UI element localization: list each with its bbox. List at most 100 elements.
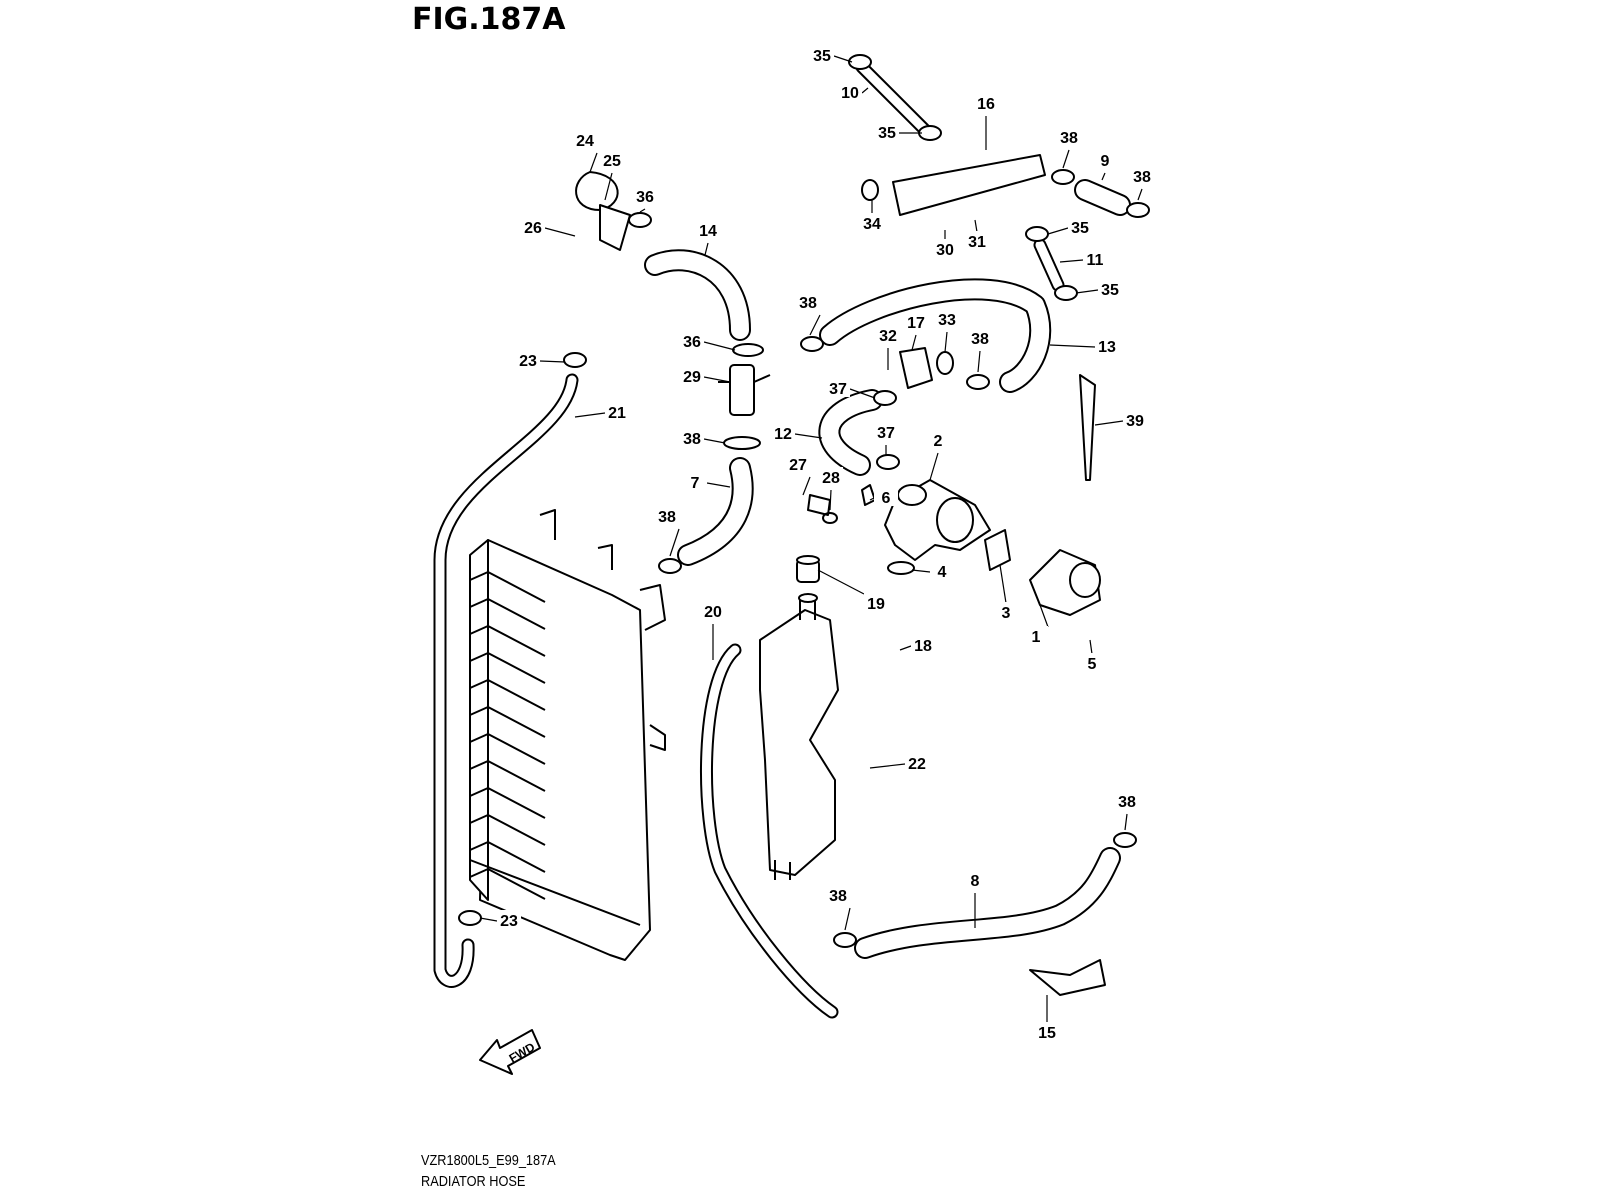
callout-14: 14 [699,223,717,240]
callout-35: 35 [878,125,896,142]
leader-line [1101,172,1106,181]
leader-line [703,376,731,383]
leader-line [977,350,981,373]
fittings [575,154,1106,996]
leader-line [829,489,832,511]
callout-38: 38 [829,888,847,905]
leader-line [809,314,821,336]
leader-line [1059,259,1084,263]
callout-13: 13 [1098,339,1116,356]
figure-title: FIG.187A [412,2,566,37]
callout-29: 29 [683,369,701,386]
callout-bg [696,220,720,239]
callout-bg [874,487,898,506]
callout-34: 34 [863,216,881,233]
callout-22: 22 [908,756,926,773]
clamp [1054,285,1078,301]
clamp [918,125,942,141]
fin [469,814,546,846]
callout-28: 28 [822,470,840,487]
fin [469,625,546,657]
leader-line [1137,188,1143,201]
fin [469,760,546,792]
callout-38: 38 [683,431,701,448]
fin [469,571,546,603]
callout-bg [911,635,935,654]
leader-line [974,219,978,233]
callout-bg [1115,791,1139,810]
leader-line [911,569,931,573]
callout-bg [826,885,850,904]
callout-27: 27 [789,457,807,474]
callout-bg [680,428,704,447]
callout-bg [680,331,704,350]
hose-fill [701,645,837,1017]
leader-line [1047,227,1069,235]
clamp [833,932,857,948]
fin [469,733,546,765]
clamp [966,374,990,390]
leader-line [817,569,865,595]
callout-3: 3 [1002,605,1011,622]
callout-bg [1095,336,1119,355]
callout-bg [1024,626,1048,645]
hose-fill [857,62,930,135]
clamp [1126,202,1150,218]
callout-4: 4 [938,564,947,581]
callout-25: 25 [603,153,621,170]
fin [469,787,546,819]
callout-bg [680,366,704,385]
leader-line [794,433,823,439]
reservoir-tank [759,555,839,880]
leader-line [849,388,876,399]
leader-line [833,55,853,63]
callout-38: 38 [799,295,817,312]
hose [819,278,1052,393]
leader-line [604,172,613,201]
callout-bg [838,82,862,101]
leader-line [1062,149,1070,169]
callout-7: 7 [691,475,700,492]
callout-36: 36 [683,334,701,351]
callout-15: 15 [1038,1025,1056,1042]
callout-bg [771,423,795,442]
thermostat-housing [884,479,1101,616]
fwd-arrow-icon [479,1029,541,1075]
leader-line [944,331,948,353]
clamp [563,352,587,368]
callout-bg [655,506,679,525]
callout-10: 10 [841,85,859,102]
callout-bg [935,309,959,328]
callout-12: 12 [774,426,792,443]
callout-38: 38 [971,331,989,348]
callout-bg [994,602,1018,621]
callout-bg [826,378,850,397]
clamp [876,454,900,470]
leader-line [861,87,869,94]
clamp [873,390,897,406]
clamp [800,336,824,352]
callout-bg [930,561,954,580]
leader-line [704,242,709,256]
callout-5: 5 [1088,656,1097,673]
callout-2: 2 [934,433,943,450]
leader-line [574,412,606,418]
hose-fill [679,459,752,564]
callout-bg [819,467,843,486]
callout-32: 32 [879,328,897,345]
leader-line [1089,639,1093,655]
callout-8: 8 [971,873,980,890]
callout-38: 38 [1118,794,1136,811]
leader-line [539,360,566,363]
callout-bg [974,93,998,112]
clamp [1025,226,1049,242]
callout-16: 16 [977,96,995,113]
callout-bg [1093,150,1117,169]
clamp [658,558,682,574]
leader-line [703,438,726,444]
leader-line [999,564,1007,604]
callout-bg [1035,1022,1059,1041]
leader-line [911,334,917,351]
callout-bg [600,150,624,169]
